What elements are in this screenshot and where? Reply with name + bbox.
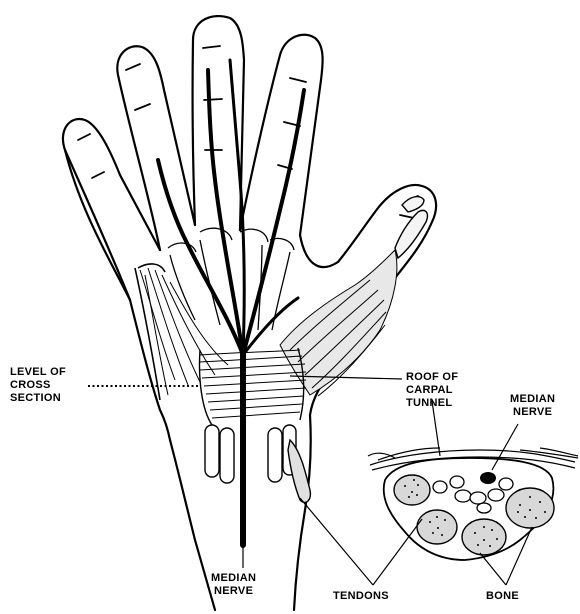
label-line: LEVEL OF xyxy=(10,366,66,379)
label-line: MEDIAN xyxy=(211,572,256,585)
label-line: CROSS xyxy=(10,379,66,392)
wrist-tendons xyxy=(205,425,310,502)
label-level-of-cross-section: LEVEL OF CROSS SECTION xyxy=(10,366,66,405)
ring-finger xyxy=(117,46,195,250)
label-line: CARPAL xyxy=(406,384,458,397)
label-line: NERVE xyxy=(510,406,555,419)
label-median-nerve-hand: MEDIAN NERVE xyxy=(211,572,256,598)
median-nerve-section xyxy=(480,472,496,484)
thenar-muscles xyxy=(280,250,397,396)
label-roof-of-carpal-tunnel: ROOF OF CARPAL TUNNEL xyxy=(406,371,458,410)
little-finger xyxy=(63,119,160,300)
label-line: NERVE xyxy=(211,585,256,598)
label-line: SECTION xyxy=(10,392,66,405)
label-bone: BONE xyxy=(486,590,519,603)
label-line: ROOF OF xyxy=(406,371,458,384)
hypothenar-muscles xyxy=(135,264,228,400)
label-tendons: TENDONS xyxy=(333,590,389,603)
label-line: MEDIAN xyxy=(510,393,555,406)
label-median-nerve-section: MEDIAN NERVE xyxy=(510,393,555,419)
thumb-bones xyxy=(395,197,427,258)
label-line: TUNNEL xyxy=(406,397,458,410)
palm-ulnar-edge xyxy=(65,150,170,440)
cross-section xyxy=(368,448,578,560)
